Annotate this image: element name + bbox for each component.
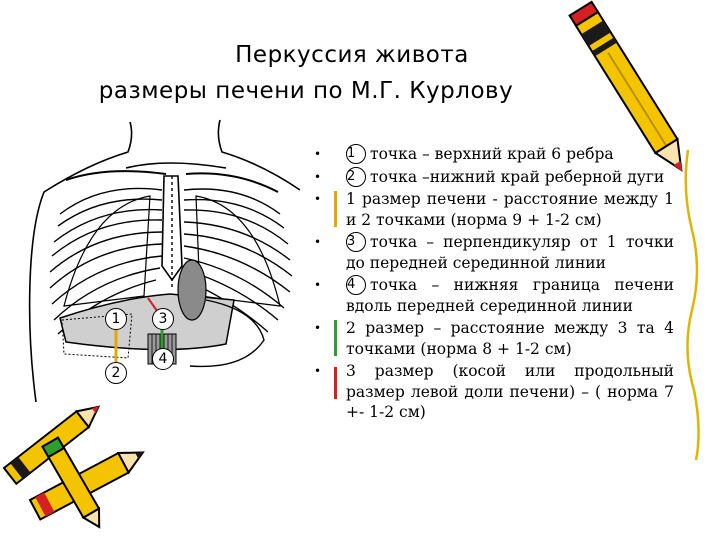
diagram-point-3: 3 (152, 308, 174, 330)
bullet: • (314, 321, 322, 335)
point-number-badge: 3 (346, 232, 366, 252)
list-item-text: 2 размер – расстояние между 3 та 4 точка… (346, 319, 674, 358)
list-item-text: 3 размер (косой или продольный размер ле… (346, 362, 674, 421)
diagram-point-4: 4 (152, 348, 174, 370)
list-item: • 2 размер – расстояние между 3 та 4 точ… (310, 318, 674, 359)
torso-outline (28, 119, 300, 403)
list-item-text: 1 размер печени - расстояние между 1 и 2… (346, 190, 674, 229)
pencil-icon (568, 0, 683, 172)
slide-title: Перкуссия живота (235, 42, 469, 68)
list-item-text: точка –нижний край реберной дуги (370, 167, 665, 186)
size-3-marker (334, 367, 337, 399)
bullet: • (314, 147, 322, 161)
diagram-point-1: 1 (105, 308, 127, 330)
point-number-badge: 1 (346, 144, 366, 164)
bullet: • (314, 364, 322, 378)
list-item-text: точка – верхний край 6 ребра (370, 145, 614, 163)
list-item-text: точка – перпендикуляр от 1 точки до пере… (346, 233, 674, 272)
size-2-marker (334, 320, 337, 356)
diagram-point-2: 2 (105, 362, 127, 384)
bullet: • (314, 169, 322, 184)
bullet: • (314, 278, 322, 292)
bullet: • (314, 235, 322, 249)
torso-diagram (28, 119, 300, 403)
liver-region (59, 259, 265, 368)
point-number-badge: 4 (346, 275, 366, 295)
pencil-icon (41, 436, 101, 529)
list-item: • 3 размер (косой или продольный размер … (310, 361, 674, 423)
bullet: • (314, 192, 322, 206)
slide-subtitle: размеры печени по М.Г. Курлову (98, 78, 514, 104)
list-item: • 1 размер печени - расстояние между 1 и… (310, 189, 674, 230)
point-number-badge: 2 (346, 166, 366, 187)
list-item-text: точка – нижняя граница печени вдоль пере… (346, 276, 674, 315)
size-1-marker (334, 191, 337, 227)
